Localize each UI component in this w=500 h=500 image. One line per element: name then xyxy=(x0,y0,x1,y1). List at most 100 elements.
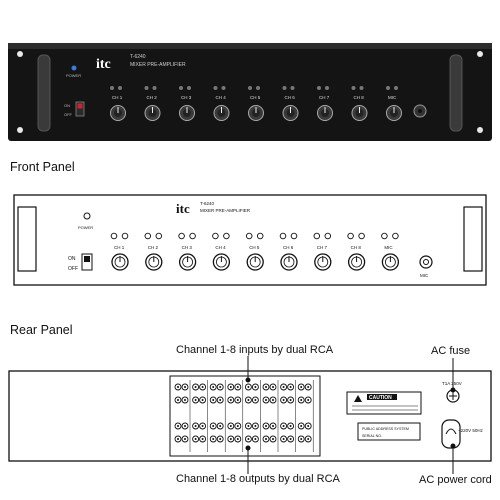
rca-jack[interactable] xyxy=(234,396,242,404)
rca-jack[interactable] xyxy=(287,435,295,443)
channel-selector-button[interactable] xyxy=(118,86,122,90)
rca-jack[interactable] xyxy=(304,396,312,404)
channel-selector-button[interactable] xyxy=(121,232,129,240)
channel-selector-button[interactable] xyxy=(245,232,253,240)
rca-jack[interactable] xyxy=(280,383,288,391)
rca-jack[interactable] xyxy=(297,383,305,391)
rca-jack[interactable] xyxy=(269,396,277,404)
channel-selector-button[interactable] xyxy=(324,232,332,240)
rca-jack[interactable] xyxy=(304,435,312,443)
rca-jack[interactable] xyxy=(304,383,312,391)
rca-jack[interactable] xyxy=(297,396,305,404)
rca-jack[interactable] xyxy=(297,422,305,430)
rca-jack[interactable] xyxy=(227,435,235,443)
rca-jack[interactable] xyxy=(280,422,288,430)
channel-selector-button[interactable] xyxy=(144,86,149,90)
volume-knob-drawing[interactable] xyxy=(280,253,298,271)
channel-selector-button[interactable] xyxy=(178,232,185,240)
channel-selector-button[interactable] xyxy=(392,232,399,240)
rca-jack[interactable] xyxy=(174,422,182,430)
volume-knob-drawing[interactable] xyxy=(145,253,163,271)
channel-selector-button[interactable] xyxy=(189,232,196,240)
rca-jack[interactable] xyxy=(199,383,207,391)
channel-selector-button[interactable] xyxy=(110,232,118,240)
rca-jack[interactable] xyxy=(262,435,270,443)
rca-jack[interactable] xyxy=(244,422,252,430)
rca-jack[interactable] xyxy=(287,422,295,430)
rca-jack[interactable] xyxy=(174,396,182,404)
channel-selector-button[interactable] xyxy=(223,232,230,240)
volume-knob-drawing[interactable] xyxy=(212,253,231,271)
rca-jack[interactable] xyxy=(244,435,252,443)
channel-selector-button[interactable] xyxy=(155,232,163,240)
channel-selector-button[interactable] xyxy=(325,86,329,90)
channel-selector-button[interactable] xyxy=(381,232,388,240)
channel-selector-button[interactable] xyxy=(317,86,321,90)
rca-jack[interactable] xyxy=(209,383,217,391)
channel-selector-button[interactable] xyxy=(394,86,398,90)
channel-selector-button[interactable] xyxy=(347,232,354,240)
channel-selector-button[interactable] xyxy=(213,86,218,90)
volume-knob-drawing[interactable] xyxy=(111,253,129,271)
channel-selector-button[interactable] xyxy=(212,232,219,240)
channel-selector-button[interactable] xyxy=(290,232,298,240)
rca-jack[interactable] xyxy=(244,383,252,391)
channel-selector-button[interactable] xyxy=(221,86,226,90)
rca-jack[interactable] xyxy=(216,383,224,391)
volume-knob-drawing[interactable] xyxy=(381,253,400,271)
rca-jack[interactable] xyxy=(227,396,235,404)
channel-selector-button[interactable] xyxy=(358,232,365,240)
rca-jack[interactable] xyxy=(262,422,270,430)
rca-jack[interactable] xyxy=(209,422,217,430)
channel-selector-button[interactable] xyxy=(290,86,295,90)
channel-selector-button[interactable] xyxy=(248,86,252,90)
channel-selector-button[interactable] xyxy=(279,232,287,240)
channel-selector-button[interactable] xyxy=(256,86,260,90)
rca-jack[interactable] xyxy=(209,435,217,443)
rca-jack[interactable] xyxy=(199,396,207,404)
rca-jack[interactable] xyxy=(251,383,259,391)
channel-selector-button[interactable] xyxy=(152,86,157,90)
rca-jack[interactable] xyxy=(280,435,288,443)
channel-selector-button[interactable] xyxy=(313,232,321,240)
rca-jack[interactable] xyxy=(209,396,217,404)
channel-selector-button[interactable] xyxy=(386,86,390,90)
power-switch-drawing[interactable] xyxy=(81,253,93,271)
rca-jack[interactable] xyxy=(234,422,242,430)
rca-jack[interactable] xyxy=(287,383,295,391)
rca-jack[interactable] xyxy=(251,422,259,430)
rca-jack[interactable] xyxy=(216,422,224,430)
rca-jack[interactable] xyxy=(192,435,200,443)
rca-jack[interactable] xyxy=(280,396,288,404)
rca-jack[interactable] xyxy=(174,435,182,443)
rca-jack[interactable] xyxy=(304,422,312,430)
rca-jack[interactable] xyxy=(174,383,182,391)
channel-selector-button[interactable] xyxy=(110,86,114,90)
volume-knob-drawing[interactable] xyxy=(178,253,197,271)
rca-jack[interactable] xyxy=(181,383,189,391)
rca-jack[interactable] xyxy=(216,396,224,404)
channel-selector-button[interactable] xyxy=(282,86,287,90)
rca-jack[interactable] xyxy=(262,383,270,391)
rca-jack[interactable] xyxy=(251,435,259,443)
rca-jack[interactable] xyxy=(227,422,235,430)
rca-jack[interactable] xyxy=(244,396,252,404)
rca-jack[interactable] xyxy=(199,435,207,443)
channel-selector-button[interactable] xyxy=(351,86,356,90)
rca-jack[interactable] xyxy=(251,396,259,404)
channel-selector-button[interactable] xyxy=(179,86,183,90)
channel-selector-button[interactable] xyxy=(187,86,191,90)
rca-jack[interactable] xyxy=(181,435,189,443)
rca-jack[interactable] xyxy=(269,383,277,391)
rca-jack[interactable] xyxy=(234,383,242,391)
rca-jack[interactable] xyxy=(192,396,200,404)
volume-knob-drawing[interactable] xyxy=(246,253,264,271)
rca-jack[interactable] xyxy=(269,422,277,430)
volume-knob-drawing[interactable] xyxy=(347,253,366,271)
rca-jack[interactable] xyxy=(297,435,305,443)
mic-jack-drawing[interactable] xyxy=(419,255,433,269)
rca-jack[interactable] xyxy=(227,383,235,391)
rca-jack[interactable] xyxy=(192,422,200,430)
rca-jack[interactable] xyxy=(269,435,277,443)
rca-jack[interactable] xyxy=(181,396,189,404)
